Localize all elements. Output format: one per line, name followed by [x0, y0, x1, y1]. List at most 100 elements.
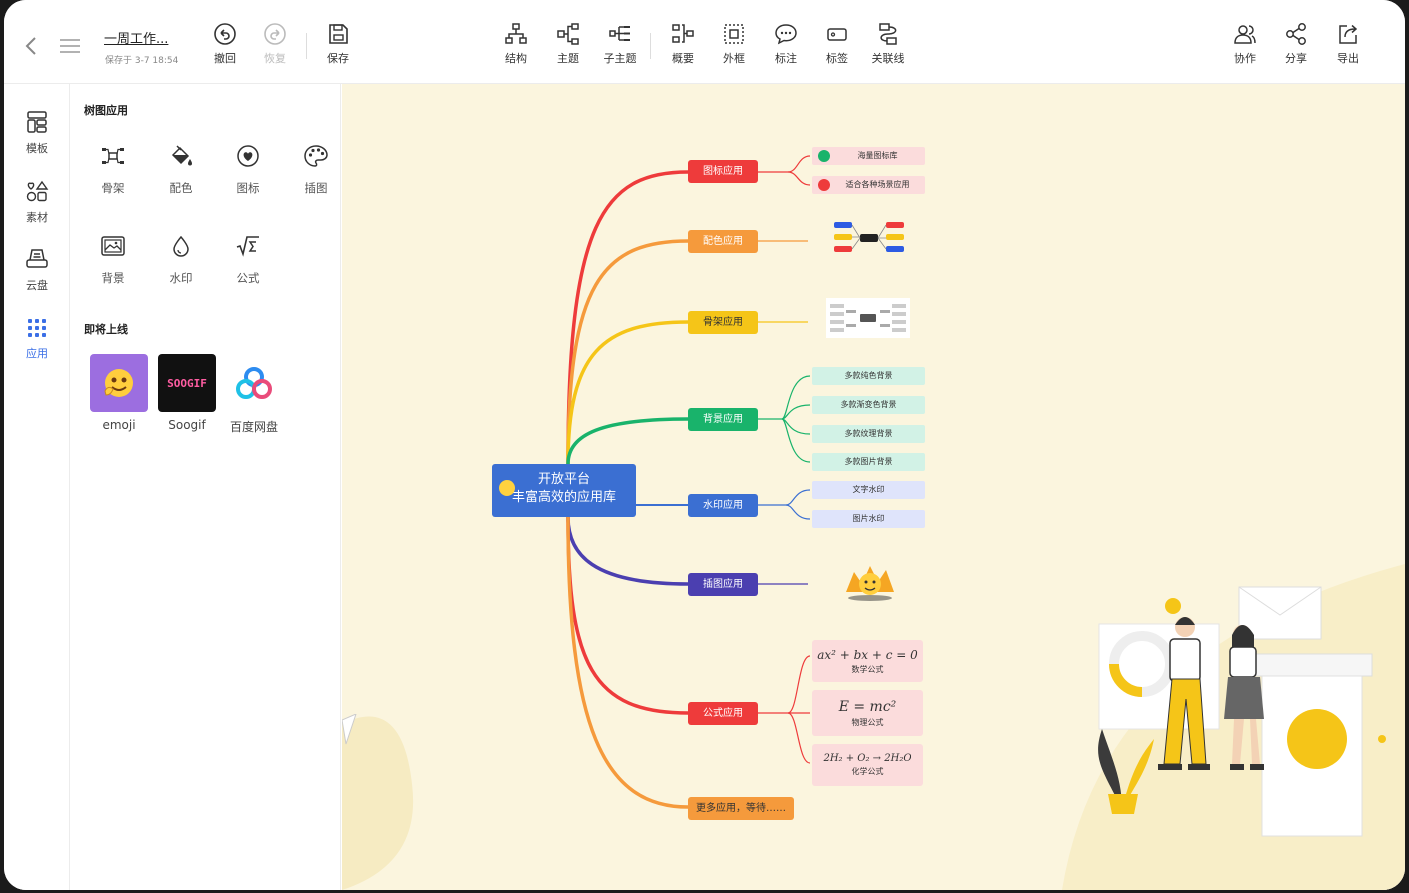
skeleton-preview	[826, 298, 910, 338]
export-button[interactable]: 导出	[1324, 22, 1372, 72]
share-button[interactable]: 分享	[1272, 22, 1320, 72]
app-formula[interactable]: 公式	[220, 234, 276, 286]
formula-caption: 化学公式	[851, 767, 884, 776]
collaborate-button[interactable]: 协作	[1221, 22, 1269, 72]
document-title[interactable]: 一周工作...	[104, 32, 169, 47]
coming-app-emoji[interactable]: emoji	[84, 354, 154, 432]
app-label: 背景	[101, 271, 125, 285]
branch-more-apps[interactable]: 更多应用，等待……	[688, 797, 794, 820]
rail-item-cloud[interactable]: 云盘	[17, 247, 57, 293]
back-icon[interactable]	[24, 36, 38, 60]
top-toolbar: 一周工作... 保存于 3-7 18:54 撤回 恢复 保存 结构 主题 子主题	[4, 0, 1405, 84]
color-scheme-preview	[834, 222, 904, 252]
relation-line-button[interactable]: 关联线	[864, 22, 912, 72]
app-background[interactable]: 背景	[85, 234, 141, 286]
coming-app-baidu-pan[interactable]: 百度网盘	[219, 354, 289, 435]
tag-button[interactable]: 标签	[813, 22, 861, 72]
illustration-preview	[846, 566, 894, 601]
boundary-icon	[724, 24, 744, 44]
leaf-texture-backgrounds[interactable]: 多款纹理背景	[812, 425, 925, 443]
stop-circle-icon	[818, 179, 830, 191]
app-watermark[interactable]: 水印	[153, 234, 209, 286]
formula-chemistry[interactable]: 2H₂ + O₂ → 2H₂O 化学公式	[812, 744, 923, 786]
root-subtitle: 丰富高效的应用库	[511, 490, 616, 505]
leaf-icon-library[interactable]: 海量图标库	[812, 147, 925, 165]
summary-button[interactable]: 概要	[659, 22, 707, 72]
rail-item-material[interactable]: 素材	[17, 179, 57, 225]
rail-item-apps[interactable]: 应用	[17, 317, 57, 361]
rail-item-template[interactable]: 模板	[17, 110, 57, 156]
branch-watermark-apps[interactable]: 水印应用	[688, 494, 758, 517]
leaf-label: 适合各种场景应用	[845, 180, 910, 189]
undo-icon	[214, 23, 236, 45]
rail-label-material: 素材	[26, 211, 48, 224]
app-label: 图标	[236, 181, 260, 195]
leaf-image-backgrounds[interactable]: 多款图片背景	[812, 453, 925, 471]
coming-app-label: emoji	[102, 418, 136, 432]
leaf-gradient-backgrounds[interactable]: 多款渐变色背景	[812, 396, 925, 414]
water-drop-icon	[173, 235, 189, 257]
topic-label: 主题	[557, 52, 579, 65]
formula-math[interactable]: ax² + bx + c = 0 数学公式	[812, 640, 923, 682]
relation-line-icon	[879, 23, 897, 45]
apps-grid-icon	[28, 319, 46, 337]
left-rail: 模板 素材 云盘 应用	[4, 84, 70, 890]
paper-plane-decoration	[342, 714, 357, 745]
emoji-app-logo	[90, 354, 148, 412]
subtopic-icon	[609, 26, 630, 41]
branch-skeleton-apps[interactable]: 骨架应用	[688, 311, 758, 334]
background-image-icon	[101, 236, 125, 256]
topic-button[interactable]: 主题	[544, 22, 592, 72]
baidu-pan-logo	[225, 354, 283, 412]
branch-background-apps[interactable]: 背景应用	[688, 408, 758, 431]
tag-label: 标签	[826, 52, 848, 65]
leaf-icon-scenes[interactable]: 适合各种场景应用	[812, 176, 925, 194]
app-icons[interactable]: 图标	[220, 144, 276, 196]
undo-label: 撤回	[214, 52, 236, 65]
note-button[interactable]: 标注	[762, 22, 810, 72]
toolbar-divider	[650, 33, 651, 59]
app-label: 配色	[169, 181, 193, 195]
export-label: 导出	[1337, 52, 1359, 65]
app-skeleton[interactable]: 骨架	[85, 144, 141, 196]
branch-icon-apps[interactable]: 图标应用	[688, 160, 758, 183]
summary-label: 概要	[672, 52, 694, 65]
branch-color-apps[interactable]: 配色应用	[688, 230, 758, 253]
sqrt-sigma-icon	[236, 236, 259, 257]
app-label: 水印	[169, 271, 193, 285]
check-circle-icon	[818, 150, 830, 162]
formula-physics[interactable]: E = mc² 物理公式	[812, 690, 923, 736]
mindmap-canvas[interactable]: 开放平台 丰富高效的应用库 图标应用 配色应用 骨架应用 背景应用 水印应用 插…	[342, 84, 1405, 890]
relation-line-label: 关联线	[871, 52, 905, 65]
root-title: 开放平台	[537, 472, 590, 487]
undo-button[interactable]: 撤回	[201, 22, 249, 72]
root-topic[interactable]: 开放平台 丰富高效的应用库	[492, 464, 636, 517]
structure-button[interactable]: 结构	[492, 22, 540, 72]
leaf-solid-backgrounds[interactable]: 多款纯色背景	[812, 367, 925, 385]
branch-formula-apps[interactable]: 公式应用	[688, 702, 758, 725]
menu-icon[interactable]	[60, 38, 80, 58]
app-illustration[interactable]: 插图	[288, 144, 344, 196]
section-title-coming-soon: 即将上线	[84, 323, 128, 336]
branch-illustration-apps[interactable]: 插图应用	[688, 573, 758, 596]
coming-app-soogif[interactable]: SOOGIF Soogif	[152, 354, 222, 432]
toolbar-divider	[306, 33, 307, 59]
formula-caption: 数学公式	[851, 665, 884, 674]
redo-button[interactable]: 恢复	[251, 22, 299, 72]
leaf-image-watermark[interactable]: 图片水印	[812, 510, 925, 528]
people-illustration	[1098, 586, 1386, 837]
formula-caption: 物理公式	[851, 718, 884, 727]
boundary-button[interactable]: 外框	[710, 22, 758, 72]
formula-expression: 2H₂ + O₂ → 2H₂O	[823, 753, 912, 764]
boundary-label: 外框	[723, 52, 745, 65]
leaf-label: 海量图标库	[857, 151, 898, 160]
save-button[interactable]: 保存	[314, 22, 362, 72]
subtopic-label: 子主题	[603, 52, 637, 65]
note-label: 标注	[775, 52, 797, 65]
collaborate-label: 协作	[1234, 52, 1256, 65]
structure-icon	[505, 23, 527, 44]
app-color-scheme[interactable]: 配色	[153, 144, 209, 196]
mindmap-branches	[566, 155, 811, 809]
subtopic-button[interactable]: 子主题	[596, 22, 644, 72]
leaf-text-watermark[interactable]: 文字水印	[812, 481, 925, 499]
